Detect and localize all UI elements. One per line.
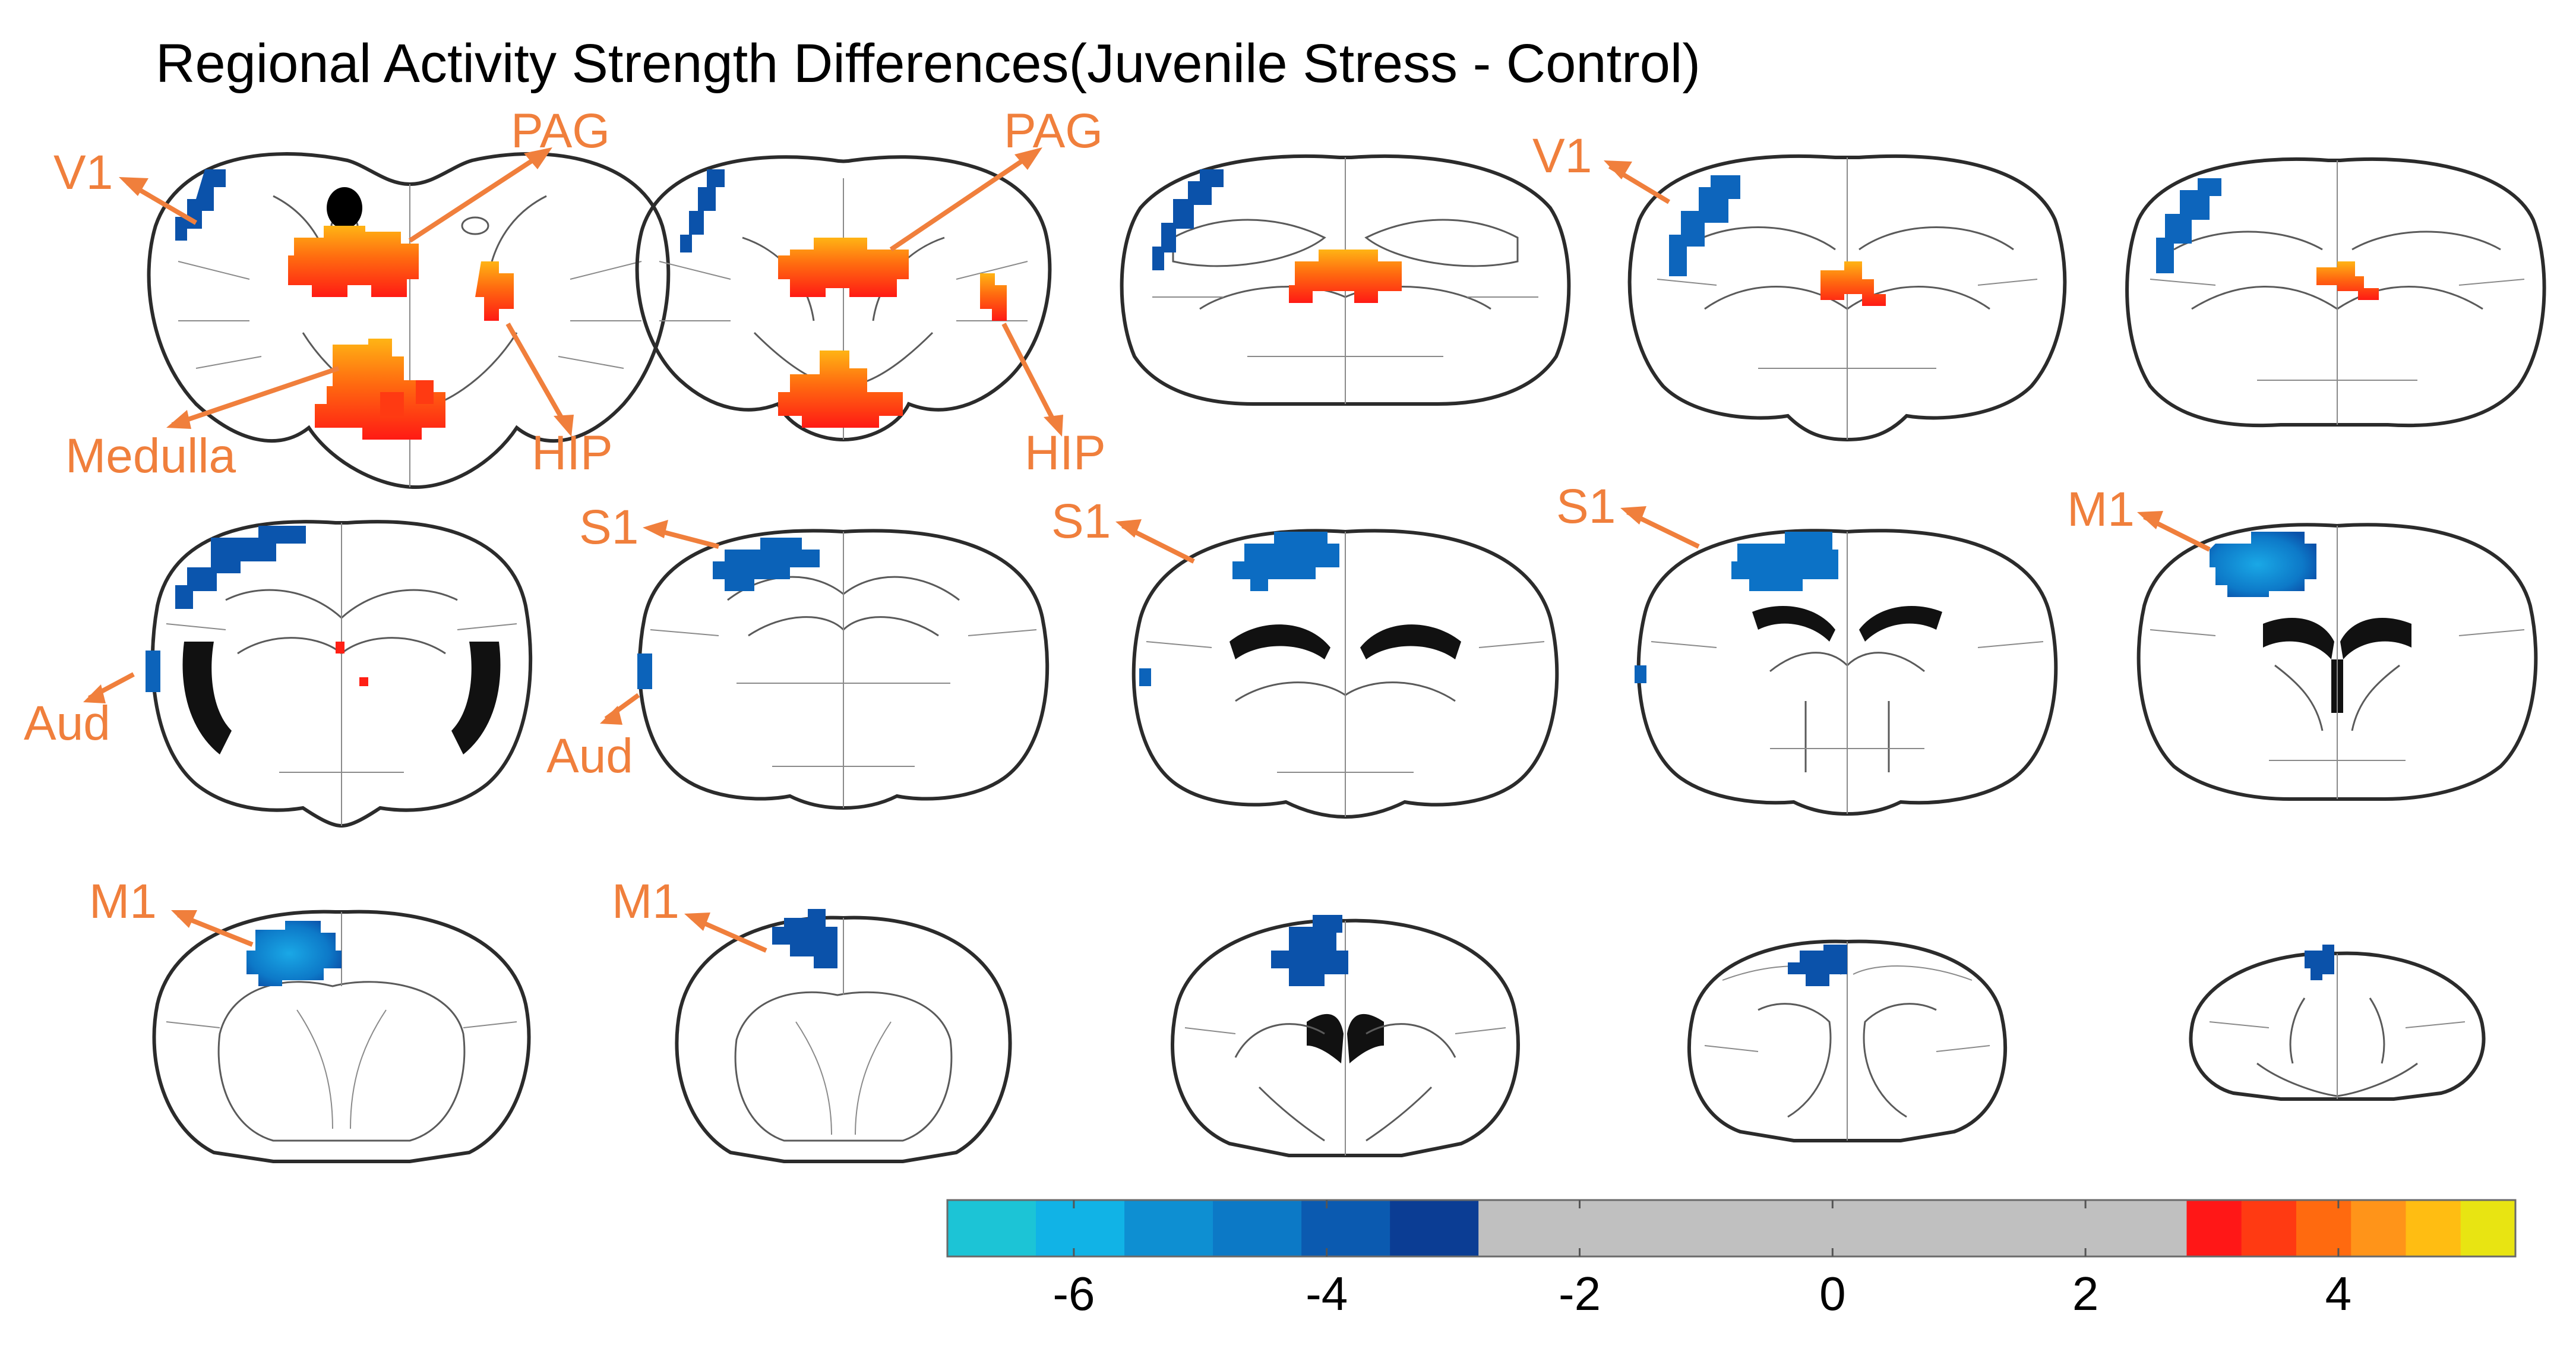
- aud-blob: [1139, 668, 1151, 686]
- colorbar-cell-negative: [1390, 1200, 1479, 1256]
- brain-slice-r1-1: [147, 152, 671, 490]
- label-pag-r1-1: PAG: [511, 104, 610, 158]
- v1-blob: [1669, 175, 1740, 276]
- colorbar-cell-negative: [1036, 1200, 1125, 1256]
- colorbar-cell-positive: [2406, 1200, 2461, 1256]
- label-m1-r3-1: M1: [89, 874, 157, 929]
- brain-slice-r3-3: [1171, 915, 1520, 1157]
- ventricle-mark: [327, 187, 362, 229]
- s1-blob: [1232, 532, 1339, 591]
- label-hip-r1-2: HIP: [1025, 426, 1106, 480]
- colorbar-cell-negative: [1124, 1200, 1213, 1256]
- brain-slice-r3-2: [675, 909, 1012, 1163]
- m1-blob: [246, 921, 342, 986]
- brain-slice-r1-5: [2125, 157, 2546, 428]
- colorbar-tick-label: -6: [1052, 1267, 1095, 1320]
- pag-blob: [288, 226, 419, 297]
- label-hip-r1-1: HIP: [532, 426, 613, 480]
- brain-slice-r3-5: [2189, 945, 2486, 1101]
- label-m1-r3-2: M1: [612, 874, 679, 929]
- colorbar-cell-negative: [947, 1200, 1036, 1256]
- brain-slice-r2-3: [1131, 529, 1559, 819]
- colorbar-cell-negative: [1301, 1200, 1390, 1256]
- brain-slice-r1-2: [635, 155, 1052, 442]
- pag-blob: [1820, 261, 1886, 306]
- colorbar-tick-label: -4: [1306, 1267, 1348, 1320]
- colorbar-cell-positive: [2241, 1200, 2297, 1256]
- colorbar-tick-label: 4: [2325, 1267, 2352, 1320]
- pag-blob: [2316, 261, 2379, 300]
- label-aud-r2-1: Aud: [24, 696, 110, 750]
- aud-blob: [146, 651, 160, 692]
- label-v1-r1-1: V1: [53, 146, 113, 200]
- label-s1-r2-3: S1: [1051, 494, 1111, 548]
- colorbar-tick-label: 0: [1819, 1267, 1846, 1320]
- label-medulla-r1-1: Medulla: [65, 429, 236, 483]
- figure-title: Regional Activity Strength Differences(J…: [156, 33, 1701, 94]
- brain-slice-r2-5: [2136, 523, 2538, 801]
- v1-blob: [2156, 178, 2221, 273]
- aud-blob: [637, 653, 652, 689]
- brain-slice-r3-1: [152, 910, 531, 1163]
- colorbar-cell-positive: [2186, 1200, 2242, 1256]
- colorbar-tick-label: -2: [1559, 1267, 1601, 1320]
- label-v1-r1-4: V1: [1532, 129, 1592, 183]
- label-aud-r2-2: Aud: [546, 729, 633, 783]
- aud-blob: [1635, 665, 1646, 683]
- colorbar-frame: [946, 1199, 2517, 1258]
- hip-blob: [980, 273, 1007, 321]
- v1-blob: [680, 169, 725, 252]
- m1-blob: [2305, 945, 2334, 980]
- colorbar-cell-positive: [2351, 1200, 2406, 1256]
- label-s1-r2-2: S1: [579, 500, 639, 554]
- label-m1-r2-5: M1: [2067, 482, 2135, 536]
- medulla-blob: [315, 339, 445, 440]
- colorbar-cell-negative: [1213, 1200, 1302, 1256]
- hip-blob: [475, 261, 514, 321]
- m1-blob: [772, 909, 837, 968]
- brain-slice-r2-2: [637, 529, 1050, 810]
- v1-blob: [1152, 169, 1224, 270]
- m1-blob: [1788, 945, 1847, 986]
- label-pag-r1-2: PAG: [1004, 104, 1103, 158]
- brain-slice-r2-1: [146, 520, 533, 828]
- s1-blob: [713, 538, 820, 591]
- m1-blob: [1271, 915, 1348, 986]
- label-s1-r2-4: S1: [1556, 479, 1616, 533]
- colorbar-cell-positive: [2460, 1200, 2516, 1256]
- brain-slice-r2-4: [1635, 529, 2058, 816]
- pag-blob: [1289, 250, 1402, 303]
- s1-blob: [175, 526, 306, 609]
- brain-slice-r1-3: [1120, 154, 1571, 406]
- colorbar: -6 -4 -2 0 2 4: [946, 1199, 2517, 1320]
- pag-blob: [778, 238, 909, 297]
- m1-blob: [2210, 532, 2316, 597]
- s1-blob: [1731, 532, 1838, 591]
- colorbar-cell-positive: [2296, 1200, 2351, 1256]
- brain-slice-r3-4: [1687, 939, 2008, 1142]
- colorbar-cell-null: [1478, 1200, 2187, 1256]
- medulla-blob: [778, 351, 903, 428]
- brain-slice-r1-4: [1627, 154, 2067, 442]
- colorbar-tick-label: 2: [2072, 1267, 2099, 1320]
- v1-blob: [175, 169, 226, 241]
